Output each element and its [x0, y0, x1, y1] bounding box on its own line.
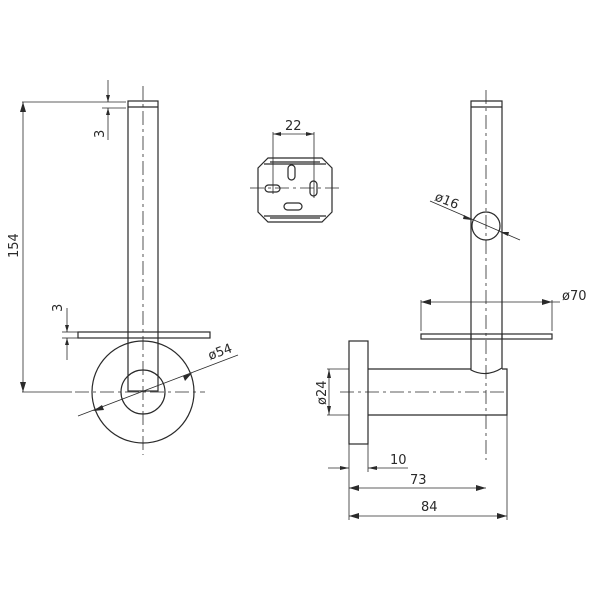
dim-84-label: 84 — [421, 500, 438, 515]
side-view: ø16 ø70 ø24 10 — [315, 90, 587, 520]
arrow-icon — [476, 485, 486, 491]
arrow-icon — [306, 132, 314, 136]
arrow-icon — [368, 466, 377, 470]
arrow-icon — [340, 466, 349, 470]
arrow-icon — [500, 232, 509, 236]
bracket-outline — [257, 157, 333, 223]
arrow-icon — [106, 95, 110, 102]
arrow-icon — [421, 299, 431, 305]
dim-24-label: ø24 — [315, 381, 330, 406]
arrow-icon — [542, 299, 552, 305]
arrow-icon — [65, 325, 69, 332]
bracket-slot-bottom — [283, 202, 303, 211]
side-rod — [470, 100, 503, 375]
arrow-icon — [20, 382, 26, 392]
dim-54-label: ø54 — [206, 341, 234, 363]
dim-70-label: ø70 — [562, 289, 587, 304]
bracket-slot-left — [264, 184, 281, 193]
arrow-icon — [273, 132, 281, 136]
arrow-icon — [327, 369, 331, 378]
arrow-icon — [183, 373, 192, 381]
dim-54-line — [77, 354, 239, 417]
arrow-icon — [93, 405, 104, 411]
arrow-icon — [65, 338, 69, 345]
arrow-icon — [349, 485, 359, 491]
arrow-icon — [327, 406, 331, 415]
side-arm — [368, 368, 508, 416]
front-plate — [77, 331, 211, 339]
front-view: 154 3 3 ø54 — [7, 80, 239, 455]
dim-3-top-label: 3 — [93, 130, 108, 138]
dim-73-label: 73 — [410, 473, 427, 488]
side-rod-section — [471, 211, 501, 241]
arrow-icon — [497, 513, 507, 519]
bracket-slot-top — [287, 164, 296, 181]
dim-10-label: 10 — [390, 453, 407, 468]
dim-154-label: 154 — [7, 233, 22, 258]
bracket-slot-right — [309, 180, 318, 197]
side-rosette — [348, 340, 369, 445]
dim-3-plate-label: 3 — [51, 304, 66, 312]
side-plate — [420, 333, 553, 340]
arrow-icon — [20, 102, 26, 112]
arrow-icon — [349, 513, 359, 519]
dim-22-label: 22 — [285, 119, 302, 134]
dim-16-label: ø16 — [433, 190, 461, 213]
arrow-icon — [106, 108, 110, 115]
arrow-icon — [463, 215, 472, 220]
bracket-view: 22 — [250, 119, 340, 223]
